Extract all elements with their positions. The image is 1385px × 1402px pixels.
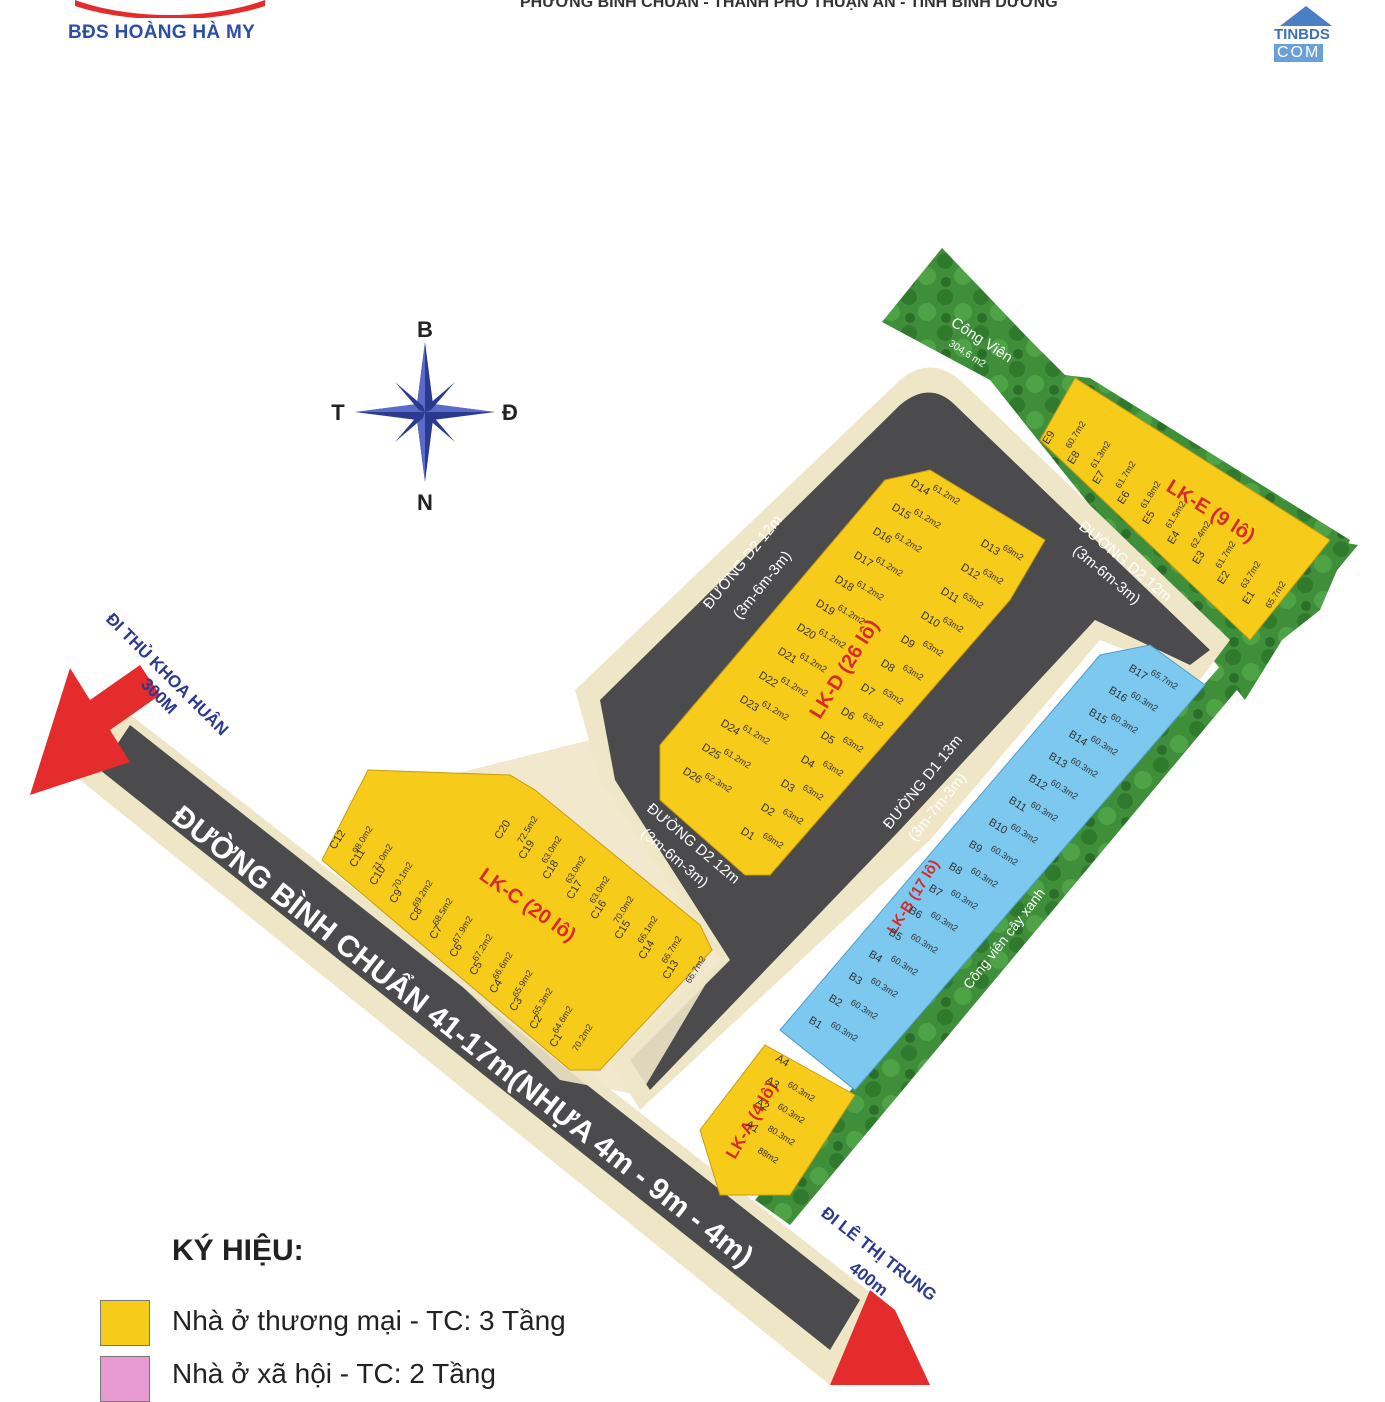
green-strip xyxy=(755,540,1358,1225)
location-title: PHƯỜNG BÌNH CHUẨN - THÀNH PHỐ THUẬN AN -… xyxy=(520,0,1058,11)
block-c xyxy=(321,769,713,1071)
brand-swoosh-icon xyxy=(75,0,265,18)
legend-label-social: Nhà ở xã hội - TC: 2 Tầng xyxy=(172,1358,496,1389)
legend-swatch-commercial xyxy=(100,1300,150,1346)
watermark-text-bottom: COM xyxy=(1274,44,1324,62)
legend-swatch-social xyxy=(100,1356,150,1402)
main-road xyxy=(100,725,860,1350)
block-b xyxy=(779,644,1206,1091)
block-a xyxy=(699,1044,856,1196)
compass-east: Đ xyxy=(502,400,518,425)
compass-icon xyxy=(355,342,495,482)
block-e xyxy=(1039,377,1331,641)
legend-label-commercial: Nhà ở thương mại - TC: 3 Tầng xyxy=(172,1305,566,1336)
watermark-text-top: TINBDS xyxy=(1274,26,1330,43)
arrow-bottom-right-icon xyxy=(830,1290,930,1385)
compass-south: N xyxy=(417,490,433,515)
house-roof-icon xyxy=(1280,6,1332,26)
compass-north: B xyxy=(417,317,433,342)
legend-title: KÝ HIỆU: xyxy=(172,1234,304,1267)
watermark-logo: TINBDS COM xyxy=(1272,6,1338,66)
arrow-top-left-icon xyxy=(30,665,160,795)
compass-west: T xyxy=(331,400,345,425)
block-d xyxy=(659,469,1046,876)
brand-logo: BĐS HOÀNG HÀ MY xyxy=(68,22,256,43)
